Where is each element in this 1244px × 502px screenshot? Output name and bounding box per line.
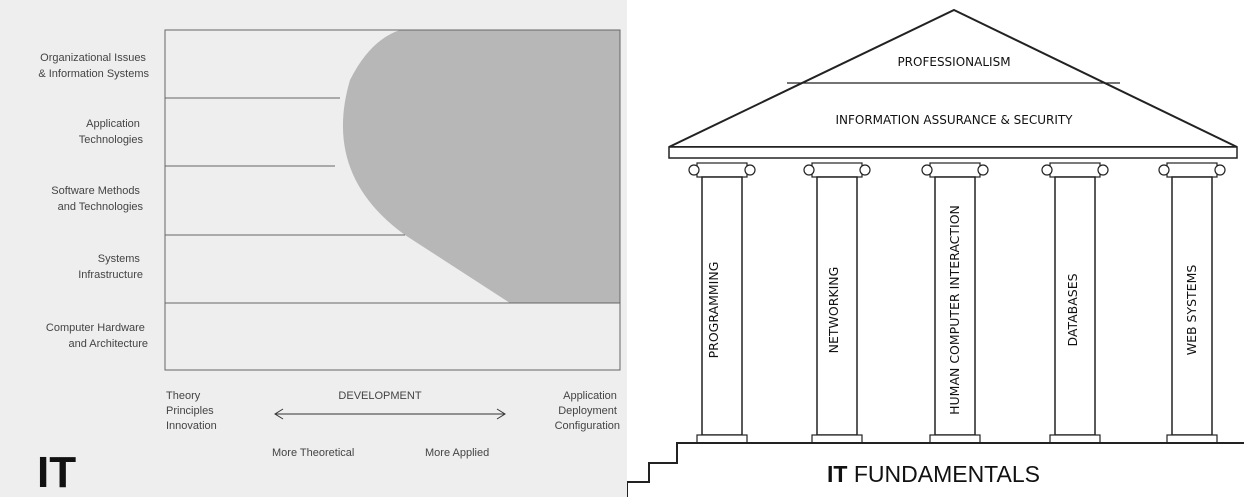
pillar-capital bbox=[811, 162, 863, 178]
more-theoretical-label: More Theoretical bbox=[272, 447, 354, 459]
pillar-web-systems: WEB SYSTEMS bbox=[1158, 162, 1226, 444]
pillar-capital bbox=[1049, 162, 1101, 178]
pillar-shaft bbox=[934, 176, 976, 436]
temple-entablature bbox=[668, 146, 1238, 159]
double-arrow bbox=[274, 408, 506, 420]
it-discipline-svg: Organizational Issues & Information Syst… bbox=[37, 29, 621, 497]
temple-base-steps bbox=[626, 442, 1244, 497]
row-label-application: Application Technologies bbox=[79, 118, 144, 146]
pillar-capital bbox=[696, 162, 748, 178]
roof-bottom-label: INFORMATION ASSURANCE & SECURITY bbox=[835, 113, 1073, 127]
base-label: IT FUNDAMENTALS bbox=[827, 461, 1040, 487]
pillar-base bbox=[1166, 434, 1218, 444]
more-applied-label: More Applied bbox=[425, 447, 489, 459]
pillar-label: WEB SYSTEMS bbox=[1184, 265, 1199, 356]
theory-label: Theory Principles Innovation bbox=[166, 390, 217, 432]
row-label-line: Technologies bbox=[79, 134, 144, 146]
scroll-icon bbox=[1214, 164, 1226, 176]
diagram-frame bbox=[164, 29, 621, 371]
pillar-shaft bbox=[701, 176, 743, 436]
pillar-capital bbox=[929, 162, 981, 178]
application-line: Application bbox=[563, 390, 617, 402]
pillar-base bbox=[1049, 434, 1101, 444]
roof-top-label: PROFESSIONALISM bbox=[897, 55, 1010, 69]
scroll-icon bbox=[859, 164, 871, 176]
development-label: DEVELOPMENT bbox=[338, 390, 421, 402]
base-label-rest: FUNDAMENTALS bbox=[847, 461, 1040, 487]
row-label-line: and Architecture bbox=[69, 338, 149, 350]
row-label-hardware: Computer Hardware and Architecture bbox=[46, 322, 148, 350]
theory-line: Theory bbox=[166, 390, 201, 402]
pillar-base bbox=[811, 434, 863, 444]
scroll-icon bbox=[1041, 164, 1053, 176]
scroll-icon bbox=[803, 164, 815, 176]
scroll-icon bbox=[688, 164, 700, 176]
row-label-line: Software Methods bbox=[51, 185, 140, 197]
row-label-line: Organizational Issues bbox=[40, 52, 146, 64]
theory-line: Innovation bbox=[166, 420, 217, 432]
application-line: Configuration bbox=[555, 420, 620, 432]
theory-line: Principles bbox=[166, 405, 214, 417]
pillar-label: HUMAN COMPUTER INTERACTION bbox=[947, 205, 962, 415]
scroll-icon bbox=[921, 164, 933, 176]
it-discipline-diagram: Organizational Issues & Information Syst… bbox=[0, 0, 627, 497]
pillar-databases: DATABASES bbox=[1041, 162, 1109, 444]
application-label: Application Deployment Configuration bbox=[555, 390, 620, 432]
pillar-shaft bbox=[816, 176, 858, 436]
application-line: Deployment bbox=[558, 405, 617, 417]
pillar-label: DATABASES bbox=[1065, 273, 1080, 346]
pillar-shaft bbox=[1171, 176, 1213, 436]
pillar-shaft bbox=[1054, 176, 1096, 436]
base-label-bold: IT bbox=[827, 461, 847, 487]
pillar-base bbox=[696, 434, 748, 444]
scroll-icon bbox=[977, 164, 989, 176]
pillar-hci: HUMAN COMPUTER INTERACTION bbox=[921, 162, 989, 444]
scroll-icon bbox=[1097, 164, 1109, 176]
pillar-label: PROGRAMMING bbox=[706, 262, 721, 359]
pillar-programming: PROGRAMMING bbox=[688, 162, 756, 444]
row-label-systems: Systems Infrastructure bbox=[78, 253, 143, 281]
row-label-line: Computer Hardware bbox=[46, 322, 145, 334]
pillar-label: NETWORKING bbox=[826, 267, 841, 354]
pillar-networking: NETWORKING bbox=[803, 162, 871, 444]
row-label-line: Systems bbox=[98, 253, 141, 265]
row-label-organizational: Organizational Issues & Information Syst… bbox=[38, 52, 149, 80]
scroll-icon bbox=[1158, 164, 1170, 176]
row-label-line: Application bbox=[86, 118, 140, 130]
temple-svg: PROFESSIONALISM INFORMATION ASSURANCE & … bbox=[626, 8, 1244, 497]
scroll-icon bbox=[744, 164, 756, 176]
row-label-line: & Information Systems bbox=[38, 68, 149, 80]
it-fundamentals-temple: PROFESSIONALISM INFORMATION ASSURANCE & … bbox=[626, 0, 1244, 497]
pillar-capital bbox=[1166, 162, 1218, 178]
it-shaded-region bbox=[342, 30, 620, 303]
pillar-base bbox=[929, 434, 981, 444]
row-label-software: Software Methods and Technologies bbox=[51, 185, 143, 213]
row-label-line: and Technologies bbox=[58, 201, 144, 213]
it-big-label: IT bbox=[37, 448, 76, 497]
row-label-line: Infrastructure bbox=[78, 269, 143, 281]
